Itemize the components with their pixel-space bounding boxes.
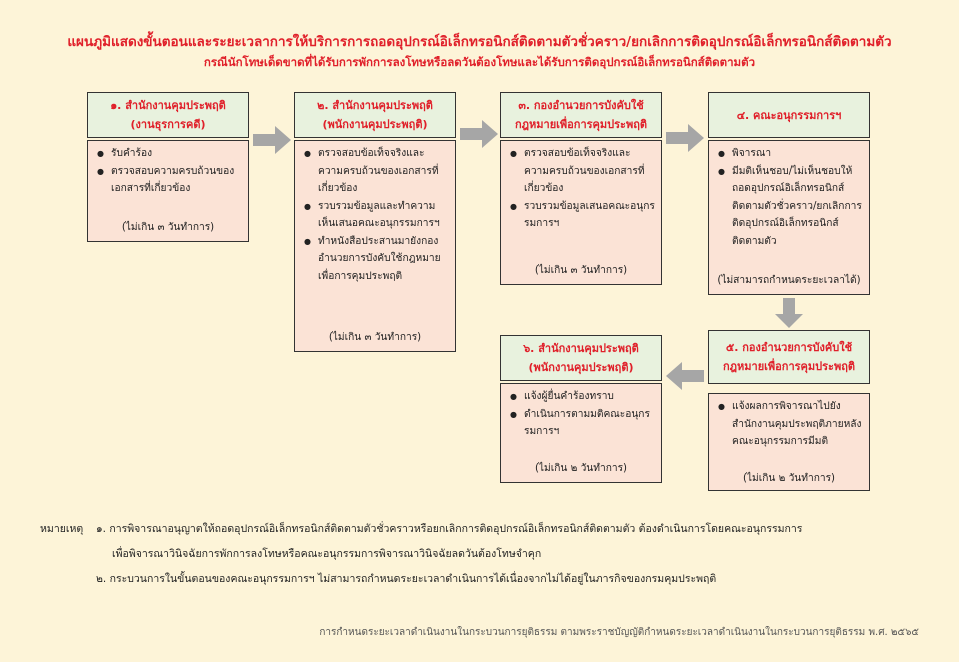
note-1-line-1: ๑. การพิจารณาอนุญาตให้ถอดอุปกรณ์อิเล็กทร… [96, 523, 803, 535]
step-5-body: แจ้งผลการพิจารณาไปยังสำนักงานคุมประพฤติภ… [708, 393, 870, 491]
step-1-header-line-1: ๑. สำนักงานคุมประพฤติ [110, 99, 226, 112]
step-5-header-line-1: ๕. กองอำนวยการบังคับใช้ [725, 341, 853, 354]
step-3-duration: (ไม่เกิน ๓ วันทำการ) [534, 265, 628, 276]
step-2-duration: (ไม่เกิน ๓ วันทำการ) [328, 332, 422, 343]
step-2-item: ตรวจสอบข้อเท็จจริงและความครบถ้วนของเอกสา… [304, 145, 449, 198]
step-2-header-line-2: (พนักงานคุมประพฤติ) [322, 118, 428, 131]
step-6-header-line-2: (พนักงานคุมประพฤติ) [528, 361, 634, 374]
step-3-header-line-1: ๓. กองอำนวยการบังคับใช้ [518, 99, 644, 112]
step-2-item: รวบรวมข้อมูลและทำความเห็นเสนอคณะอนุกรรมก… [304, 198, 449, 233]
step-6-header-line-1: ๖. สำนักงานคุมประพฤติ [523, 342, 639, 355]
step-2-item: ทำหนังสือประสานมายังกองอำนวยการบังคับใช้… [304, 233, 449, 286]
step-4-duration: (ไม่สามารถกำหนดระยะเวลาได้) [717, 275, 861, 286]
step-1-header: ๑. สำนักงานคุมประพฤติ (งานธุรการคดี) [87, 92, 249, 138]
step-6-body: แจ้งผู้ยื่นคำร้องทราบ ดำเนินการตามมติคณะ… [500, 383, 662, 483]
step-6-item: แจ้งผู้ยื่นคำร้องทราบ [510, 388, 655, 406]
step-2-header: ๒. สำนักงานคุมประพฤติ (พนักงานคุมประพฤติ… [294, 92, 456, 138]
arrow-right-icon [253, 126, 291, 154]
step-6-header: ๖. สำนักงานคุมประพฤติ (พนักงานคุมประพฤติ… [500, 335, 662, 381]
step-4-header: ๔. คณะอนุกรรมการฯ [708, 92, 870, 138]
step-1-item: รับคำร้อง [97, 145, 242, 163]
step-2-body: ตรวจสอบข้อเท็จจริงและความครบถ้วนของเอกสา… [294, 140, 456, 352]
step-5-item: แจ้งผลการพิจารณาไปยังสำนักงานคุมประพฤติภ… [718, 398, 863, 451]
step-3-header-line-2: กฎหมายเพื่อการคุมประพฤติ [515, 118, 647, 131]
step-3-header: ๓. กองอำนวยการบังคับใช้ กฎหมายเพื่อการคุ… [500, 92, 662, 138]
step-1-item: ตรวจสอบความครบถ้วนของเอกสารที่เกี่ยวข้อง [97, 163, 242, 198]
step-1-duration: (ไม่เกิน ๓ วันทำการ) [121, 222, 215, 233]
step-3-item: ตรวจสอบข้อเท็จจริงและความครบถ้วนของเอกสา… [510, 145, 655, 198]
note-2: ๒. กระบวนการในขั้นตอนของคณะอนุกรรมการฯ ไ… [96, 573, 717, 585]
step-4-header-line-1: ๔. คณะอนุกรรมการฯ [736, 108, 842, 122]
step-5-duration: (ไม่เกิน ๒ วันทำการ) [742, 473, 836, 484]
chart-subtitle: กรณีนักโทษเด็ดขาดที่ได้รับการพักการลงโทษ… [203, 55, 756, 69]
step-4-body: พิจารณา มีมติเห็นชอบ/ไม่เห็นชอบให้ถอดอุป… [708, 140, 870, 295]
step-4-item: มีมติเห็นชอบ/ไม่เห็นชอบให้ถอดอุปกรณ์อิเล… [718, 163, 863, 251]
step-6-duration: (ไม่เกิน ๒ วันทำการ) [534, 463, 628, 474]
footer-text: การกำหนดระยะเวลาดำเนินงานในกระบวนการยุติ… [319, 627, 919, 638]
arrow-right-icon [666, 124, 704, 152]
step-1-body: รับคำร้อง ตรวจสอบความครบถ้วนของเอกสารที่… [87, 140, 249, 242]
step-2-header-line-1: ๒. สำนักงานคุมประพฤติ [317, 99, 433, 112]
step-5-header: ๕. กองอำนวยการบังคับใช้ กฎหมายเพื่อการคุ… [708, 330, 870, 384]
step-3-body: ตรวจสอบข้อเท็จจริงและความครบถ้วนของเอกสา… [500, 140, 662, 285]
step-3-item: รวบรวมข้อมูลเสนอคณะอนุกรรมการฯ [510, 198, 655, 233]
arrow-down-icon [775, 298, 803, 328]
arrow-left-icon [666, 362, 704, 390]
note-1-line-2: เพื่อพิจารณาวินิจฉัยการพักการลงโทษหรือคณ… [112, 548, 542, 560]
note-label: หมายเหตุ [40, 523, 84, 535]
step-6-item: ดำเนินการตามมติคณะอนุกรรมการฯ [510, 406, 655, 441]
chart-title: แผนภูมิแสดงขั้นตอนและระยะเวลาการให้บริกา… [67, 34, 892, 50]
step-1-header-line-2: (งานธุรการคดี) [130, 118, 206, 131]
step-4-item: พิจารณา [718, 145, 863, 163]
arrow-right-icon [460, 120, 498, 148]
step-5-header-line-2: กฎหมายเพื่อการคุมประพฤติ [723, 360, 855, 373]
